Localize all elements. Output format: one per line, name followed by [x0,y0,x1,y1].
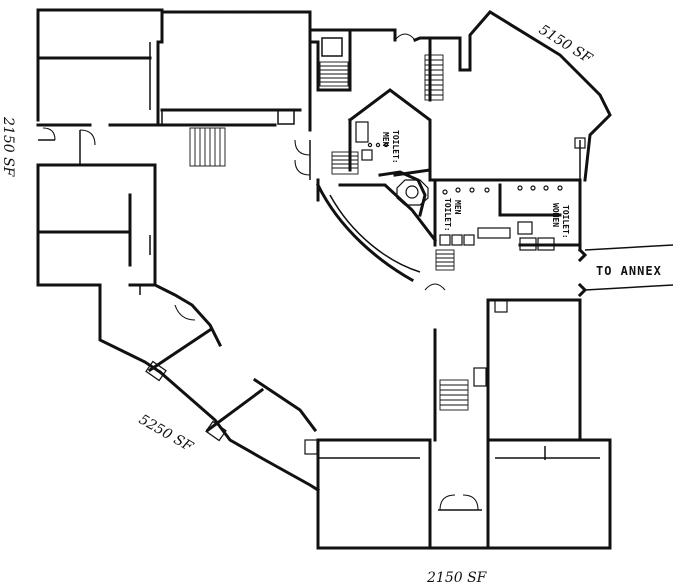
svg-text:TOILET:: TOILET: [391,130,400,164]
north-men-toilet-label-1: TOILET: [391,130,400,164]
women-toilet-label-1: TOILET: [561,205,570,239]
northwest-stair [189,98,312,180]
east-men-toilet-label-2: MEN [453,200,462,215]
east-toilets: TOILET: MEN TOILET: WOMEN [424,178,582,291]
west-area-label: 2150 SF [0,116,16,178]
west-wing [36,8,164,302]
central-lobby [315,170,438,283]
women-toilet-label-2: WOMEN [551,203,560,227]
svg-text:MEN: MEN [453,200,462,215]
northeast-room [428,10,612,182]
svg-text:WOMEN: WOMEN [551,203,560,227]
east-men-toilet-label-1: TOILET: [443,198,452,232]
svg-text:2150 SF: 2150 SF [426,570,488,586]
svg-text:5250 SF: 5250 SF [136,412,197,456]
south-area-label: 2150 SF [426,570,488,586]
southwest-rooms [98,282,321,493]
svg-text:2150 SF: 2150 SF [0,116,16,178]
south-east-room [433,298,582,442]
to-annex-label: TO ANNEX [596,264,662,278]
south-wing [304,438,612,550]
north-men-toilet-label-2: MEN [381,132,390,147]
svg-text:TOILET:: TOILET: [443,198,452,232]
svg-text:MEN: MEN [381,132,390,147]
north-men-toilet: TOILET: MEN [331,88,432,177]
southwest-area-label: 5250 SF [136,412,197,456]
wall-ticks [180,10,582,442]
annex-connector: TO ANNEX [577,244,673,298]
svg-text:TOILET:: TOILET: [561,205,570,239]
svg-text:TO ANNEX: TO ANNEX [596,264,662,278]
north-center-rooms [156,10,472,127]
